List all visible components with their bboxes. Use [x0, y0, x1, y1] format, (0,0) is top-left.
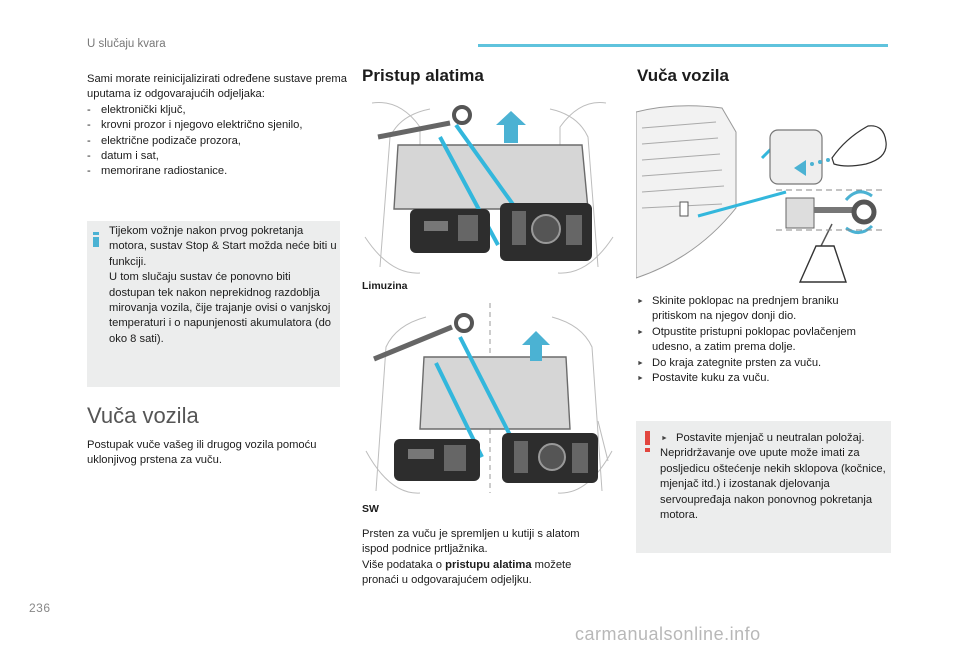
list-item: krovni prozor i njegovo električno sjeni… [87, 118, 347, 134]
warning-box: Postavite mjenjač u neutralan položaj. N… [636, 421, 891, 553]
page-number: 236 [29, 601, 51, 615]
list-item: datum i sat, [87, 149, 347, 165]
tow-ring-location-para: Prsten za vuču je spremljen u kutiji s a… [362, 528, 580, 556]
sw-caption: SW [362, 503, 379, 515]
tools-reference-para: Više podataka o pristupu alatima možete … [362, 558, 572, 587]
reinit-list: elektronički ključ, krovni prozor i njeg… [87, 103, 347, 180]
list-item: memorirane radiostanice. [87, 164, 347, 180]
header-accent-bar [478, 44, 888, 47]
list-item: Skinite poklopac na prednjem braniku pri… [636, 294, 886, 325]
list-item: Otpustite pristupni poklopac povlačenjem… [636, 325, 886, 356]
list-item: Do kraja zategnite prsten za vuču. [636, 356, 886, 372]
warning-text: Postavite mjenjač u neutralan položaj. N… [660, 431, 886, 523]
list-item: Postavite kuku za vuču. [636, 371, 886, 387]
warning-body: Nepridržavanje ove upute može imati za p… [660, 447, 886, 522]
reinit-intro: Sami morate reinicijalizirati određene s… [87, 72, 347, 180]
info-icon [93, 232, 99, 247]
section-header: U slučaju kvara [87, 38, 166, 50]
sedan-caption: Limuzina [362, 280, 408, 292]
list-item: električne podizače prozora, [87, 134, 347, 150]
tools-reference-link[interactable]: pristupu alatima [445, 558, 532, 571]
towing-steps-list: Skinite poklopac na prednjem braniku pri… [636, 294, 886, 387]
warning-lead: Postavite mjenjač u neutralan položaj. [660, 431, 886, 447]
sw-trunk-illustration [360, 301, 618, 497]
tow-ring-location-text: Prsten za vuču je spremljen u kutiji s a… [362, 527, 602, 589]
list-item: elektronički ključ, [87, 103, 347, 119]
info-text: Tijekom vožnje nakon prvog pokretanja mo… [109, 225, 337, 345]
sedan-trunk-illustration [360, 97, 618, 275]
warning-icon [645, 431, 650, 452]
watermark: carmanualsonline.info [575, 624, 761, 644]
towing-title: Vuča vozila [637, 66, 729, 85]
info-box: Tijekom vožnje nakon prvog pokretanja mo… [87, 221, 340, 387]
tow-subheading: Vuča vozila [87, 403, 199, 428]
front-bumper-tow-illustration [636, 98, 892, 290]
reinit-intro-text: Sami morate reinicijalizirati određene s… [87, 73, 347, 101]
towing-steps: Skinite poklopac na prednjem braniku pri… [636, 294, 886, 387]
tow-intro: Postupak vuče vašeg ili drugog vozila po… [87, 439, 317, 467]
tools-access-title: Pristup alatima [362, 66, 484, 85]
